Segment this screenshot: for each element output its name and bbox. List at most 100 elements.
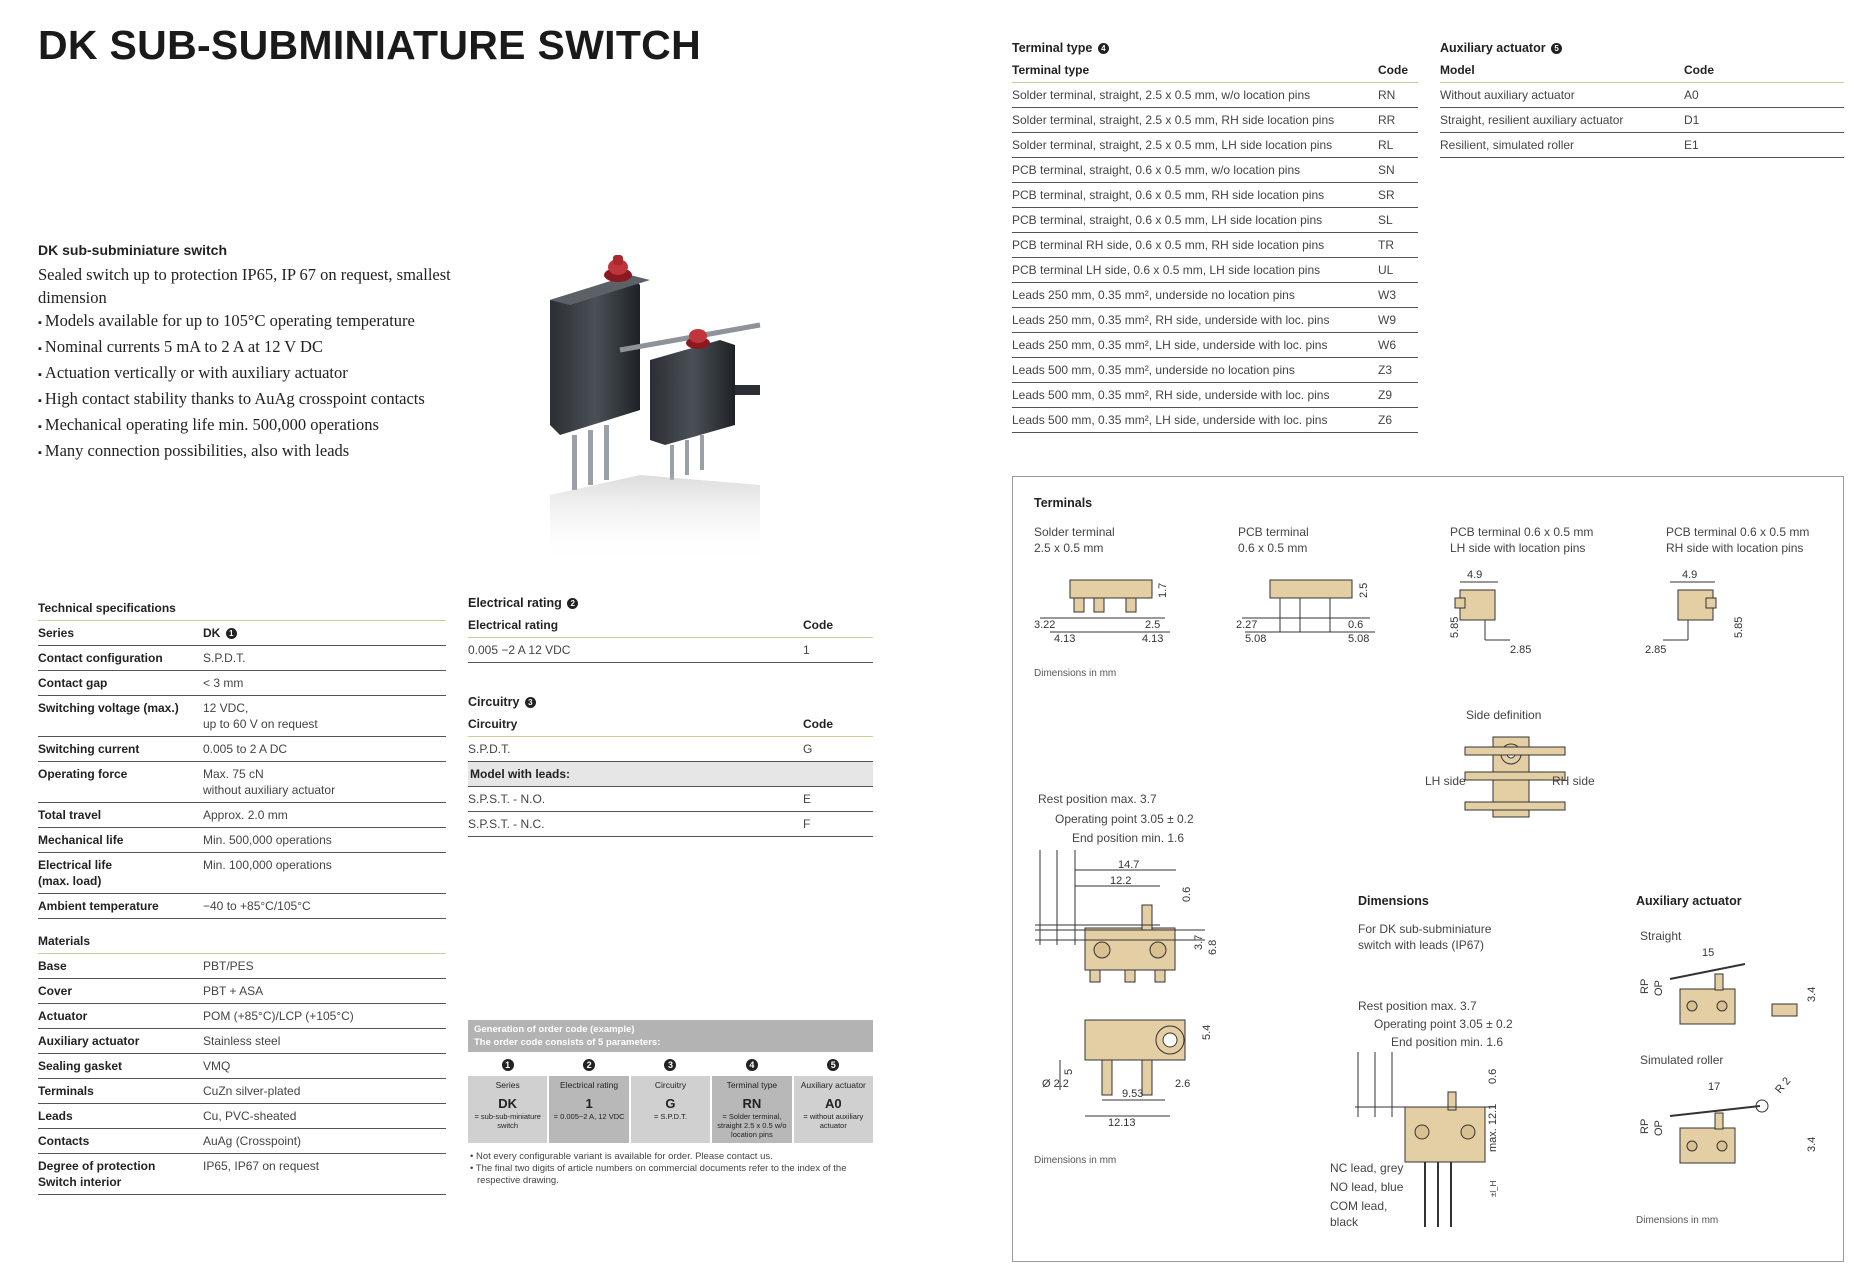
svg-text:2.27: 2.27 <box>1236 619 1257 631</box>
aux-straight-drawing: 15 RP OP 3.4 <box>1639 947 1818 1025</box>
list-item: Many connection possibilities, also with… <box>38 439 458 465</box>
materials-title: Materials <box>38 929 446 954</box>
aux-drawing-title: Auxiliary actuator <box>1636 894 1742 908</box>
svg-text:5.85: 5.85 <box>1449 617 1461 638</box>
number-badge-icon: 4 <box>1097 43 1109 54</box>
table-row: Model with leads: <box>468 761 873 787</box>
order-code-value: A0= without auxiliary actuator <box>793 1094 873 1143</box>
svg-text:15: 15 <box>1702 947 1714 959</box>
dimensions-note: Dimensions in mm <box>1034 668 1117 679</box>
svg-text:OP: OP <box>1653 1120 1665 1136</box>
nc-lead-label: NC lead, grey <box>1330 1161 1404 1175</box>
end-position-label-2: End position min. 1.6 <box>1391 1035 1504 1049</box>
number-badge-icon: 5 <box>1551 43 1563 54</box>
svg-text:3.4: 3.4 <box>1806 1137 1818 1152</box>
table-row: PCB terminal, straight, 0.6 x 0.5 mm, RH… <box>1012 182 1418 208</box>
order-code-label: Auxiliary actuator <box>793 1076 873 1094</box>
order-code-label: Terminal type <box>712 1076 792 1094</box>
list-item: Actuation vertically or with auxiliary a… <box>38 361 458 387</box>
operating-point-label: Operating point 3.05 ± 0.2 <box>1055 812 1194 826</box>
table-row: Leads 250 mm, 0.35 mm², LH side, undersi… <box>1012 332 1418 358</box>
svg-text:2.5: 2.5 <box>1358 583 1370 598</box>
number-badge-icon: 1 <box>501 1059 514 1071</box>
product-photo <box>550 255 761 565</box>
svg-text:2.85: 2.85 <box>1510 644 1531 656</box>
list-item: Mechanical operating life min. 500,000 o… <box>38 413 458 439</box>
svg-text:5.08: 5.08 <box>1348 633 1369 645</box>
table-row: Leads 500 mm, 0.35 mm², RH side, undersi… <box>1012 382 1418 408</box>
table-row: PCB terminal LH side, 0.6 x 0.5 mm, LH s… <box>1012 257 1418 283</box>
intro-bullets: Models available for up to 105°C operati… <box>38 309 458 465</box>
svg-text:5.85: 5.85 <box>1733 617 1745 638</box>
svg-text:9.53: 9.53 <box>1122 1088 1143 1100</box>
svg-text:2.85: 2.85 <box>1645 644 1666 656</box>
list-item: Models available for up to 105°C operati… <box>38 309 458 335</box>
svg-text:RP: RP <box>1639 979 1651 994</box>
list-item: High contact stability thanks to AuAg cr… <box>38 387 458 413</box>
order-code-title: Generation of order code (example) <box>474 1024 635 1035</box>
svg-text:5: 5 <box>1063 1069 1075 1075</box>
svg-text:12.2: 12.2 <box>1110 875 1131 887</box>
intro-block: DK sub-subminiature switch Sealed switch… <box>38 242 458 465</box>
order-code-notes: • Not every configurable variant is avai… <box>470 1151 847 1186</box>
svg-text:5.4: 5.4 <box>1201 1025 1213 1040</box>
svg-text:3.4: 3.4 <box>1806 987 1818 1002</box>
svg-text:14.7: 14.7 <box>1118 859 1139 871</box>
order-code-value: G= S.P.D.T. <box>630 1094 711 1143</box>
leads-dimension-drawing: 0.6 max. 12.1 ±l_H <box>1355 1052 1499 1227</box>
side-definition-title: Side definition <box>1466 708 1542 722</box>
lh-side-label: LH side <box>1425 774 1466 788</box>
table-row: Solder terminal, straight, 2.5 x 0.5 mm,… <box>1012 107 1418 133</box>
com-lead-label: COM lead, <box>1330 1199 1388 1213</box>
table-row: PCB terminal, straight, 0.6 x 0.5 mm, w/… <box>1012 157 1418 183</box>
svg-text:2.5: 2.5 <box>1145 619 1160 631</box>
list-item: Nominal currents 5 mA to 2 A at 12 V DC <box>38 335 458 361</box>
table-row: Ambient temperature−40 to +85°C/105°C <box>38 893 446 919</box>
svg-text:12.13: 12.13 <box>1108 1117 1136 1129</box>
order-code-label: Electrical rating <box>549 1076 629 1094</box>
order-code-subtitle: The order code consists of 5 parameters: <box>474 1037 661 1048</box>
svg-text:0.6: 0.6 <box>1348 619 1363 631</box>
svg-text:4.13: 4.13 <box>1142 633 1163 645</box>
order-code-value: 1= 0.005−2 A, 12 VDC <box>549 1094 629 1143</box>
straight-label: Straight <box>1640 929 1682 943</box>
svg-text:RP: RP <box>1639 1119 1651 1134</box>
simulated-roller-label: Simulated roller <box>1640 1053 1724 1067</box>
number-badge-icon: 5 <box>827 1059 840 1071</box>
svg-text:max. 12.1: max. 12.1 <box>1487 1104 1499 1152</box>
number-badge-icon: 3 <box>664 1059 677 1071</box>
order-code-grid: 1 2 3 4 5 Series Electrical rating Circu… <box>468 1052 873 1143</box>
svg-text:Ø 2.2: Ø 2.2 <box>1042 1078 1069 1090</box>
end-position-label: End position min. 1.6 <box>1072 831 1185 845</box>
svg-text:0.6: 0.6 <box>1181 887 1193 902</box>
table-row: Leads 250 mm, 0.35 mm², underside no loc… <box>1012 282 1418 308</box>
intro-title: DK sub-subminiature switch <box>38 242 228 258</box>
terminals-title: Terminals <box>1034 496 1093 510</box>
no-lead-label: NO lead, blue <box>1330 1180 1404 1194</box>
svg-text:0.6: 0.6 <box>1487 1069 1499 1084</box>
svg-text:4.9: 4.9 <box>1682 570 1697 581</box>
svg-text:R 2: R 2 <box>1773 1075 1793 1096</box>
number-badge-icon: 2 <box>583 1059 596 1071</box>
svg-text:4.13: 4.13 <box>1054 633 1075 645</box>
svg-text:5.08: 5.08 <box>1245 633 1266 645</box>
table-row: Leads 500 mm, 0.35 mm², LH side, undersi… <box>1012 407 1418 433</box>
order-code-label: Circuitry <box>630 1076 711 1094</box>
